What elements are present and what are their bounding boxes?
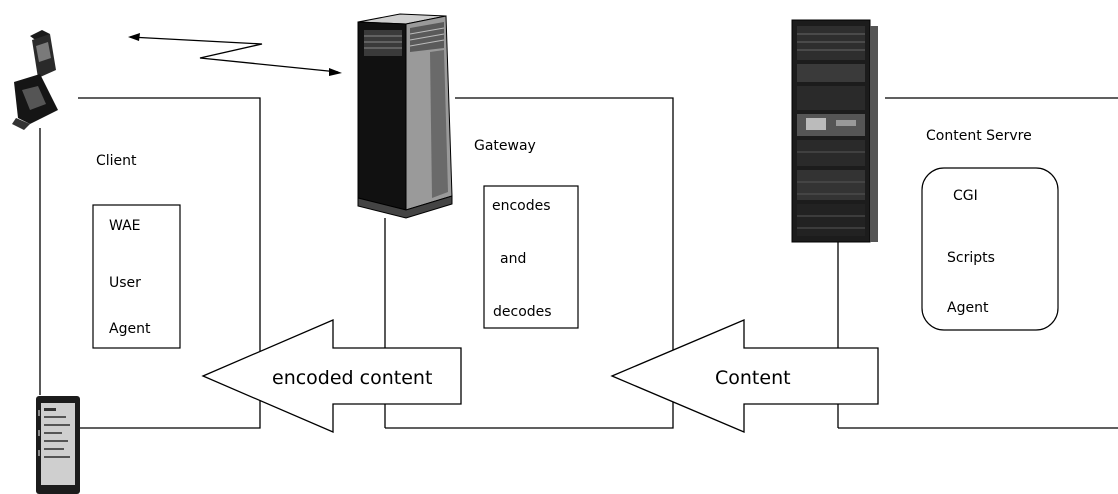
mobile-phone-icon [12,30,58,130]
gateway-title: Gateway [474,138,536,154]
client-region-outline [39,97,261,429]
content-box-line: Scripts [947,250,995,266]
content-arrow: Content [610,319,879,433]
gateway-box-line: encodes [492,198,551,214]
gateway-box-line: and [500,251,526,267]
content-arrow-label: Content [715,367,791,389]
content-server-rack-icon [791,19,878,243]
encoder-decoder-box: encodes and decodes [483,185,579,329]
pda-device-icon [36,396,80,494]
client-box-line: Agent [109,321,151,337]
encoded-content-arrow: encoded content [201,319,462,433]
content-box-line: CGI [953,188,978,204]
cgi-scripts-agent-box: CGI Scripts Agent [921,167,1059,331]
wae-user-agent-box: WAE User Agent [92,204,181,349]
client-title: Client [96,153,137,169]
encoded-content-arrow-label: encoded content [272,367,432,389]
gateway-box-line: decodes [493,304,552,320]
client-box-line: User [109,275,141,291]
gateway-server-tower-icon [357,13,453,219]
wireless-link-icon [128,33,342,76]
content-box-line: Agent [947,300,989,316]
content-server-title: Content Servre [926,128,1032,144]
client-box-line: WAE [109,218,141,234]
